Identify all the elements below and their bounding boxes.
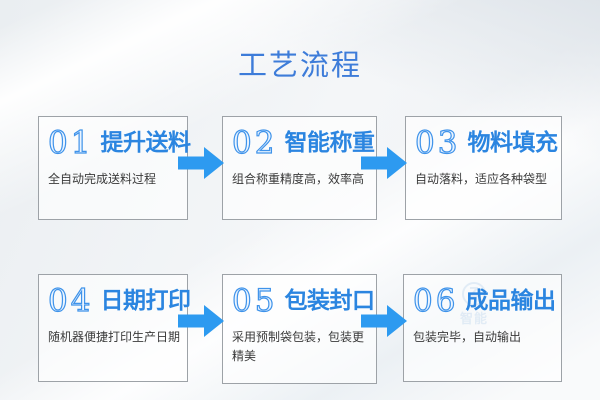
step-description: 自动落料，适应各种袋型 xyxy=(415,172,548,186)
step-number: 01 xyxy=(47,125,94,161)
step-title: 智能称重 xyxy=(284,130,375,157)
flow-arrow-icon xyxy=(178,305,224,337)
step-title: 成品输出 xyxy=(465,288,556,315)
step-number: 02 xyxy=(231,125,278,161)
step-card-4: 04 日期打印 随机器便捷打印生产日期 xyxy=(38,274,191,382)
step-number: 03 xyxy=(414,125,461,161)
step-description: 包装完毕，自动输出 xyxy=(413,330,522,344)
flow-arrow-icon xyxy=(178,147,224,179)
step-card-1: 01 提升送料 全自动完成送料过程 xyxy=(38,116,191,220)
step-title: 日期打印 xyxy=(100,288,191,315)
step-number: 06 xyxy=(412,283,459,319)
step-title: 提升送料 xyxy=(100,130,191,157)
step-description: 组合称重精度高，效率高 xyxy=(232,172,365,186)
step-number: 04 xyxy=(47,283,94,319)
step-title-row: 02 智能称重 xyxy=(231,125,375,161)
step-description: 采用预制袋包装，包装更精美 xyxy=(232,330,365,363)
flow-arrow-icon xyxy=(361,305,407,337)
step-description: 随机器便捷打印生产日期 xyxy=(48,330,181,344)
step-card-5: 05 包装封口 采用预制袋包装，包装更精美 xyxy=(222,274,377,384)
step-title-row: 03 物料填充 xyxy=(414,125,558,161)
page-title: 工艺流程 xyxy=(237,48,362,82)
flow-arrow-icon xyxy=(361,147,407,179)
step-card-2: 02 智能称重 组合称重精度高，效率高 xyxy=(222,116,377,220)
step-title-row: 01 提升送料 xyxy=(47,125,191,161)
step-card-6: 06 成品输出 包装完毕，自动输出 xyxy=(403,274,562,382)
step-card-3: 03 物料填充 自动落料，适应各种袋型 xyxy=(405,116,562,220)
step-title-row: 04 日期打印 xyxy=(47,283,191,319)
step-title: 包装封口 xyxy=(284,288,375,315)
step-title: 物料填充 xyxy=(467,130,558,157)
step-title-row: 06 成品输出 xyxy=(412,283,556,319)
step-title-row: 05 包装封口 xyxy=(231,283,375,319)
step-number: 05 xyxy=(231,283,278,319)
step-description: 全自动完成送料过程 xyxy=(48,172,157,186)
